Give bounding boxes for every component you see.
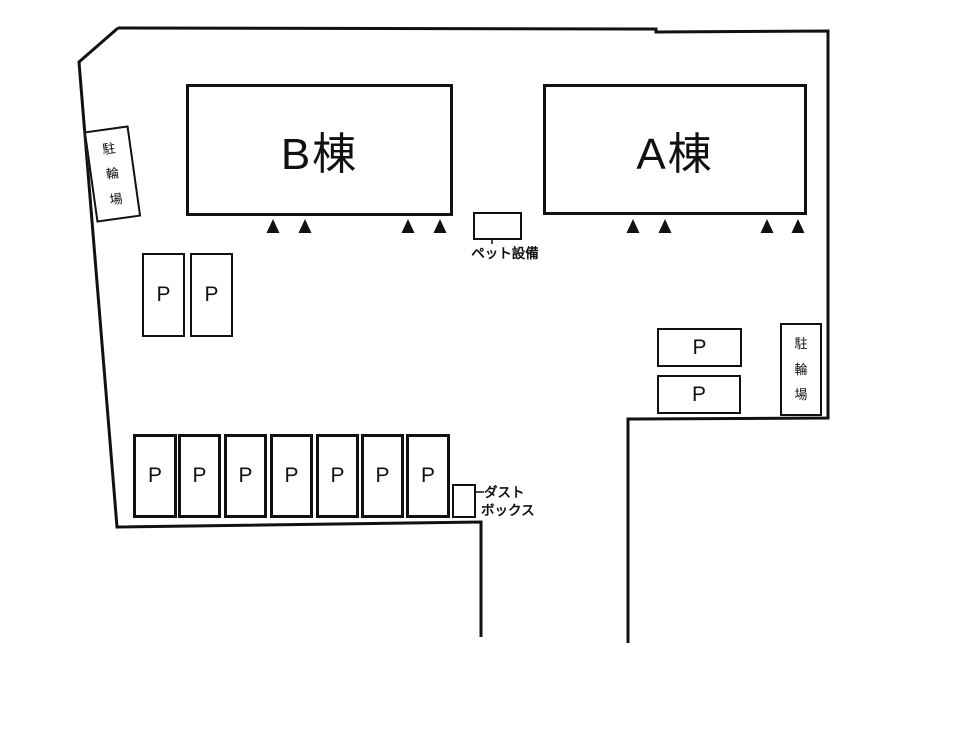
parking-spot: P [657,328,742,367]
parking-spot: P [224,434,267,518]
building-a: A棟 [543,84,807,215]
parking-spot-label: P [284,464,299,487]
parking-spot-label: P [156,283,171,306]
building-b: B棟 [186,84,453,216]
parking-spot: P [142,253,185,337]
parking-spot: P [361,434,404,518]
dust-box [452,484,476,518]
parking-spot-label: P [375,464,390,487]
entrance-triangle-icon [433,219,447,233]
entrance-triangle-icon [760,219,774,233]
parking-spot: P [270,434,313,518]
parking-spot: P [316,434,359,518]
parking-spot-label: P [147,464,162,487]
entrance-triangle-icon [266,219,280,233]
parking-spot-label: P [204,283,219,306]
parking-spot-label: P [420,464,435,487]
entrance-triangle-icon [791,219,805,233]
bike-parking-right: 駐輪場 [780,323,822,416]
entrance-triangle-icon [401,219,415,233]
parking-spot-label: P [238,464,253,487]
building-b-label: B棟 [280,130,359,179]
property-boundary-top-right-line [117,26,830,643]
dust-box-label-line2: ボックス [481,503,535,518]
property-boundary-left-bottom-line [77,26,483,637]
entrance-triangle-icon [626,219,640,233]
parking-spot: P [133,434,177,518]
parking-spot: P [190,253,233,337]
bike-parking-right-label: 駐輪場 [794,336,808,403]
pet-equipment-label: ペット設備 [471,246,539,261]
pet-equipment-box [473,212,522,240]
parking-spot: P [657,375,741,414]
building-a-label: A棟 [636,129,714,179]
parking-spot-label: P [692,335,707,359]
dust-box-label-line1: ダスト [484,485,525,500]
entrance-triangle-icon [298,219,312,233]
entrance-triangle-icon [658,219,672,233]
parking-spot-label: P [330,464,345,487]
parking-spot-label: P [691,382,706,406]
parking-spot: P [406,434,450,518]
parking-spot-label: P [192,464,207,487]
bike-parking-left-label: 駐輪場 [101,140,124,208]
parking-spot: P [178,434,221,518]
